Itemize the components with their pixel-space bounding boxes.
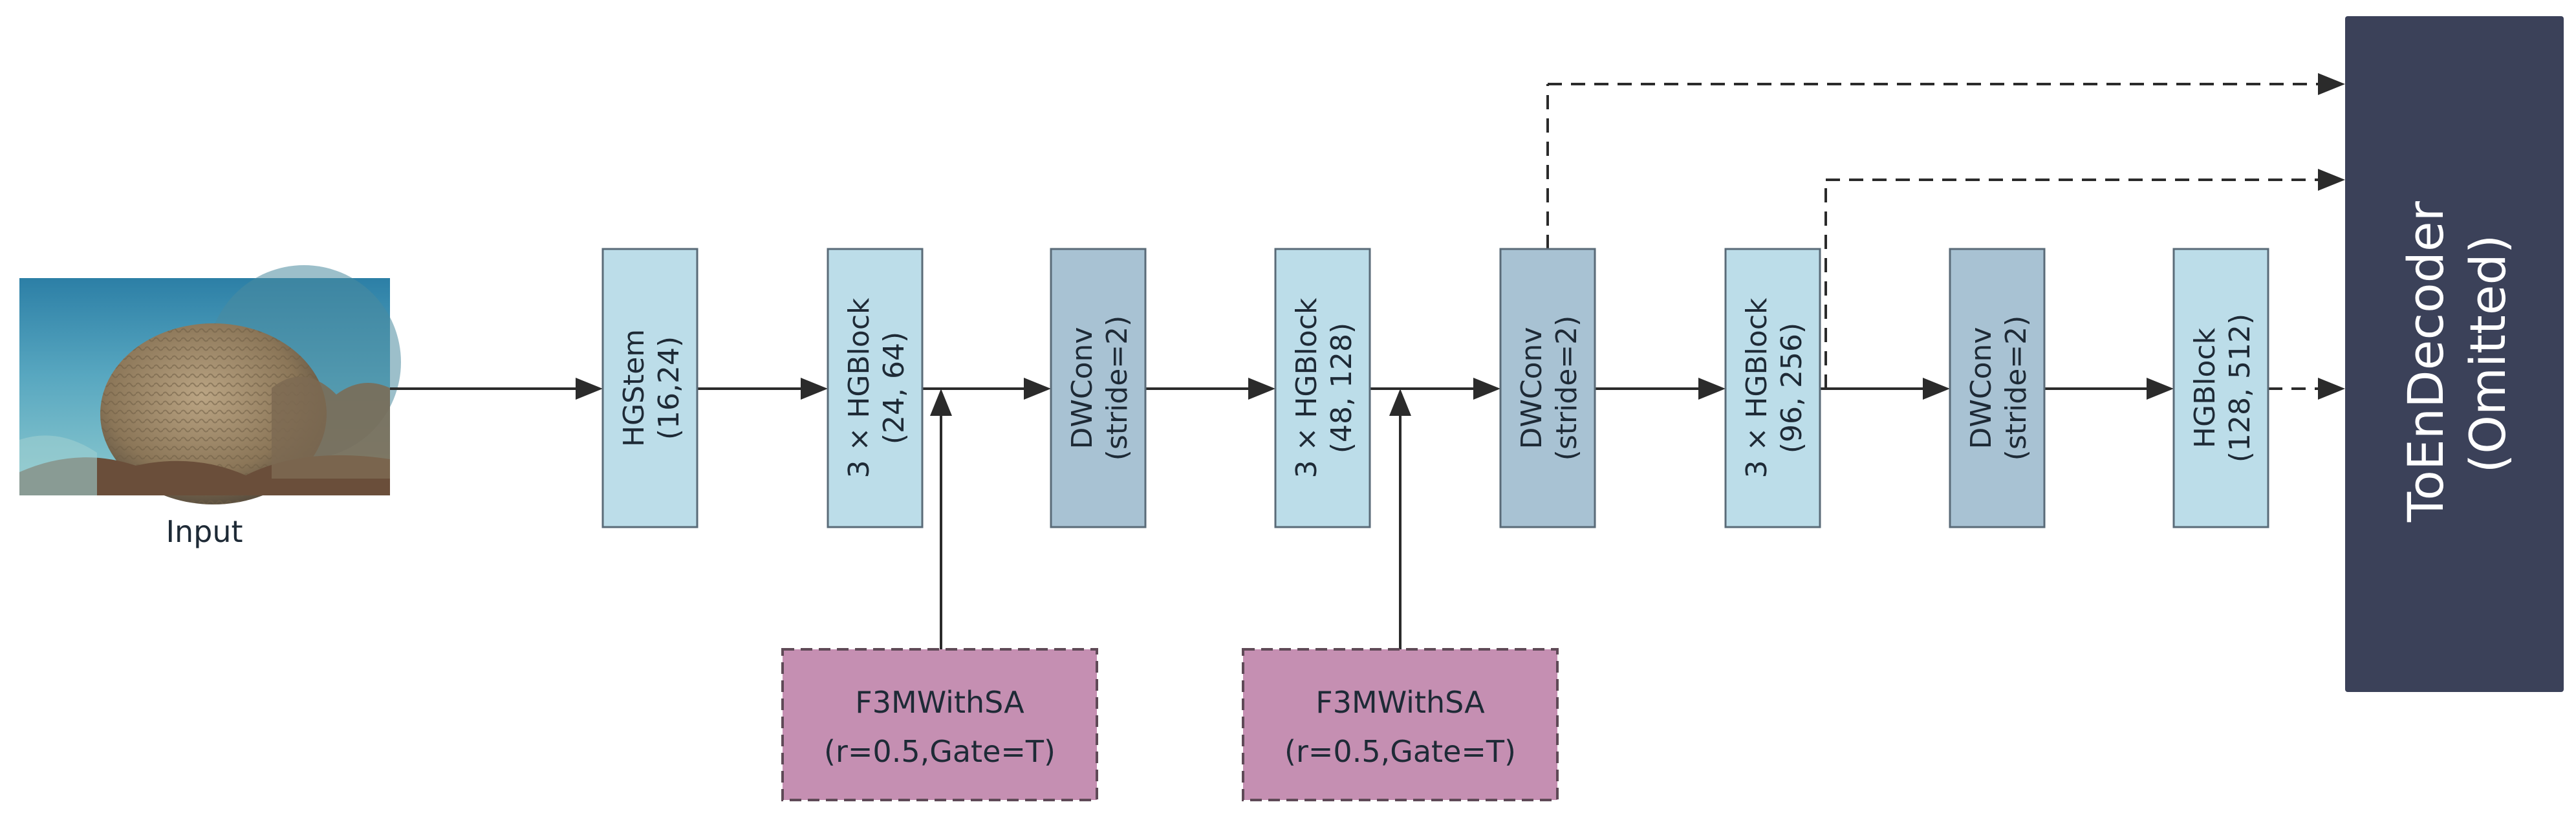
svg-text:3 × HGBlock(96, 256): 3 × HGBlock(96, 256) [1740,297,1808,479]
block-dwconv2-label: DWConv [1515,327,1548,449]
arrow-hgblock3-decoder [2318,169,2345,191]
block-dwconv3: DWConv(stride=2) [1949,248,2046,528]
block-dwconv3-box [1949,248,2046,528]
svg-text:DWConv(stride=2): DWConv(stride=2) [1515,316,1583,461]
f3m-modules: F3MWithSA (r=0.5,Gate=T) F3MWithSA (r=0.5,G… [781,648,1559,801]
block-hgstem-label: HGStem [618,329,651,447]
svg-text:3 × HGBlock(24, 64): 3 × HGBlock(24, 64) [843,297,911,479]
arrow-f3m2-join [1389,389,1411,416]
block-hgblock4: HGBlock(128, 512) [2172,248,2269,528]
block-hgblock1-params: (24, 64) [878,332,911,444]
svg-text:3 × HGBlock(48, 128): 3 × HGBlock(48, 128) [1290,297,1358,479]
backbone-blocks: HGStem(16,24)3 × HGBlock(24, 64)DWConv(s… [601,248,2269,528]
block-hgblock1-box [827,248,924,528]
block-dwconv3-params: (stride=2) [2000,316,2033,461]
block-hgblock2-label: 3 × HGBlock [1290,297,1323,479]
block-dwconv2-box [1499,248,1596,528]
module-f3m2-params: (r=0.5,Gate=T) [1284,734,1516,769]
decoder-sublabel: (Omitted) [2459,235,2516,473]
decoder-block: ToEnDecoder (Omitted) [2345,16,2564,692]
module-f3m1-label: F3MWithSA [855,685,1024,720]
block-hgblock2-params: (48, 128) [1325,323,1358,453]
svg-text:DWConv(stride=2): DWConv(stride=2) [1965,316,2033,461]
svg-text:HGBlock(128, 512): HGBlock(128, 512) [2189,314,2257,462]
module-f3m1-params: (r=0.5,Gate=T) [824,734,1055,769]
module-f3m2-box [1242,648,1559,801]
decoder-box [2345,16,2564,692]
block-hgblock2-box [1274,248,1371,528]
input-label: Input [166,514,243,549]
svg-text:DWConv(stride=2): DWConv(stride=2) [1066,316,1134,461]
arrow-hgstem-hgblock1 [801,378,828,400]
block-hgstem-params: (16,24) [653,336,686,440]
arrow-dwconv2-decoder [2318,73,2345,95]
svg-text:ToEnDecoder (Omitted): ToEnDecoder (Omitted) [2397,186,2516,523]
arrow-f3m1-join [930,389,952,416]
block-hgblock4-label: HGBlock [2189,327,2222,448]
connections [390,73,2345,649]
module-f3m1: F3MWithSA (r=0.5,Gate=T) [781,648,1098,801]
block-dwconv3-label: DWConv [1965,327,1998,449]
block-dwconv1-label: DWConv [1066,327,1099,449]
arrow-hgblock2-dwconv2 [1473,378,1500,400]
block-hgblock4-params: (128, 512) [2224,314,2257,462]
arrow-hgblock3-dwconv3 [1923,378,1950,400]
block-hgblock2: 3 × HGBlock(48, 128) [1274,248,1371,528]
decoder-label: ToEnDecoder [2397,200,2454,523]
block-hgblock3: 3 × HGBlock(96, 256) [1724,248,1821,528]
block-dwconv2: DWConv(stride=2) [1499,248,1596,528]
block-dwconv2-params: (stride=2) [1550,316,1583,461]
arrow-dwconv3-hgblock4 [2147,378,2174,400]
block-hgblock1: 3 × HGBlock(24, 64) [827,248,924,528]
block-dwconv1: DWConv(stride=2) [1050,248,1147,528]
block-hgblock1-label: 3 × HGBlock [843,297,876,479]
module-f3m2-label: F3MWithSA [1315,685,1485,720]
arrow-hgblock4-decoder [2318,378,2345,400]
arrow-hgblock1-dwconv1 [1024,378,1051,400]
module-f3m1-box [781,648,1098,801]
module-f3m2: F3MWithSA (r=0.5,Gate=T) [1242,648,1559,801]
block-hgblock3-box [1724,248,1821,528]
block-hgblock4-box [2172,248,2269,528]
block-dwconv1-params: (stride=2) [1101,316,1134,461]
block-hgblock3-params: (96, 256) [1775,323,1808,453]
arrow-dwconv2-hgblock3 [1698,378,1726,400]
block-hgstem: HGStem(16,24) [601,248,698,528]
svg-text:HGStem(16,24): HGStem(16,24) [618,329,686,447]
arrow-dwconv1-hgblock2 [1248,378,1275,400]
input-image [19,265,401,504]
arrow-input-hgstem [576,378,603,400]
block-hgstem-box [601,248,698,528]
block-dwconv1-box [1050,248,1147,528]
block-hgblock3-label: 3 × HGBlock [1740,297,1773,479]
